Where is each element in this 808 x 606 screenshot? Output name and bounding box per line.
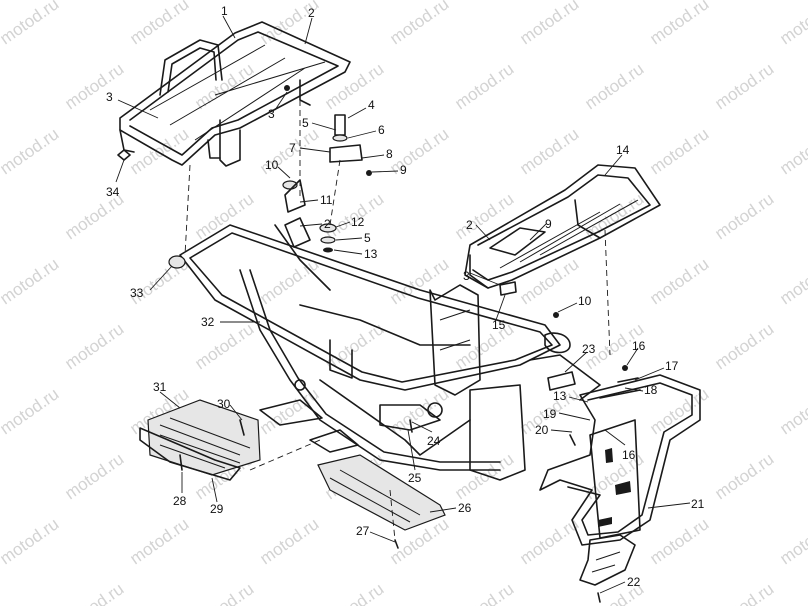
front-rack: [119, 21, 351, 167]
callout-2b: 2: [324, 217, 331, 231]
callout-12: 12: [351, 215, 365, 229]
callout-3b: 3: [268, 107, 275, 121]
callout-8: 8: [386, 147, 393, 161]
callout-18: 18: [644, 383, 658, 397]
callout-13: 13: [364, 247, 378, 261]
leader-lines: [115, 15, 691, 594]
callout-27: 27: [356, 524, 370, 538]
callout-17: 17: [665, 359, 679, 373]
callout-33: 33: [130, 286, 144, 300]
callout-30: 30: [217, 397, 231, 411]
callout-7: 7: [289, 141, 296, 155]
callout-6: 6: [378, 123, 385, 137]
callout-32: 32: [201, 315, 215, 329]
callout-19: 19: [543, 407, 557, 421]
callout-21: 21: [691, 497, 705, 511]
callout-labels: 1 2 3 3 4 5 6 7 8 9 10 11 2 12 5 13 33 3…: [106, 4, 705, 589]
callout-24: 24: [427, 434, 441, 448]
callout-16: 16: [632, 339, 646, 353]
front-bumper: [539, 374, 701, 586]
callout-28: 28: [173, 494, 187, 508]
callout-20: 20: [535, 423, 549, 437]
callout-10: 10: [265, 158, 279, 172]
callout-4: 4: [368, 98, 375, 112]
callout-9b: 9: [545, 217, 552, 231]
callout-15: 15: [492, 318, 506, 332]
callout-5b: 5: [364, 231, 371, 245]
callout-13b: 13: [553, 389, 567, 403]
hardware: [117, 85, 641, 603]
callout-3: 3: [106, 90, 113, 104]
callout-34: 34: [106, 185, 120, 199]
callout-31: 31: [153, 380, 167, 394]
left-footrest: [139, 399, 261, 481]
main-frame: [179, 224, 601, 481]
rear-rack: [464, 164, 661, 289]
callout-26: 26: [458, 501, 472, 515]
skid-plate: [317, 454, 446, 531]
callout-5: 5: [302, 116, 309, 130]
callout-16b: 16: [622, 448, 636, 462]
callout-23: 23: [582, 342, 596, 356]
callout-1: 1: [221, 4, 228, 18]
callout-29: 29: [210, 502, 224, 516]
callout-22: 22: [627, 575, 641, 589]
callout-11: 11: [320, 193, 333, 207]
callout-14: 14: [616, 143, 630, 157]
callout-10b: 10: [578, 294, 592, 308]
callout-9: 9: [400, 163, 407, 177]
callout-25: 25: [408, 471, 422, 485]
alignment-dashes: [184, 90, 611, 541]
callout-2c: 2: [466, 218, 473, 232]
callout-2: 2: [308, 6, 315, 20]
callout-3c: 3: [463, 269, 470, 283]
